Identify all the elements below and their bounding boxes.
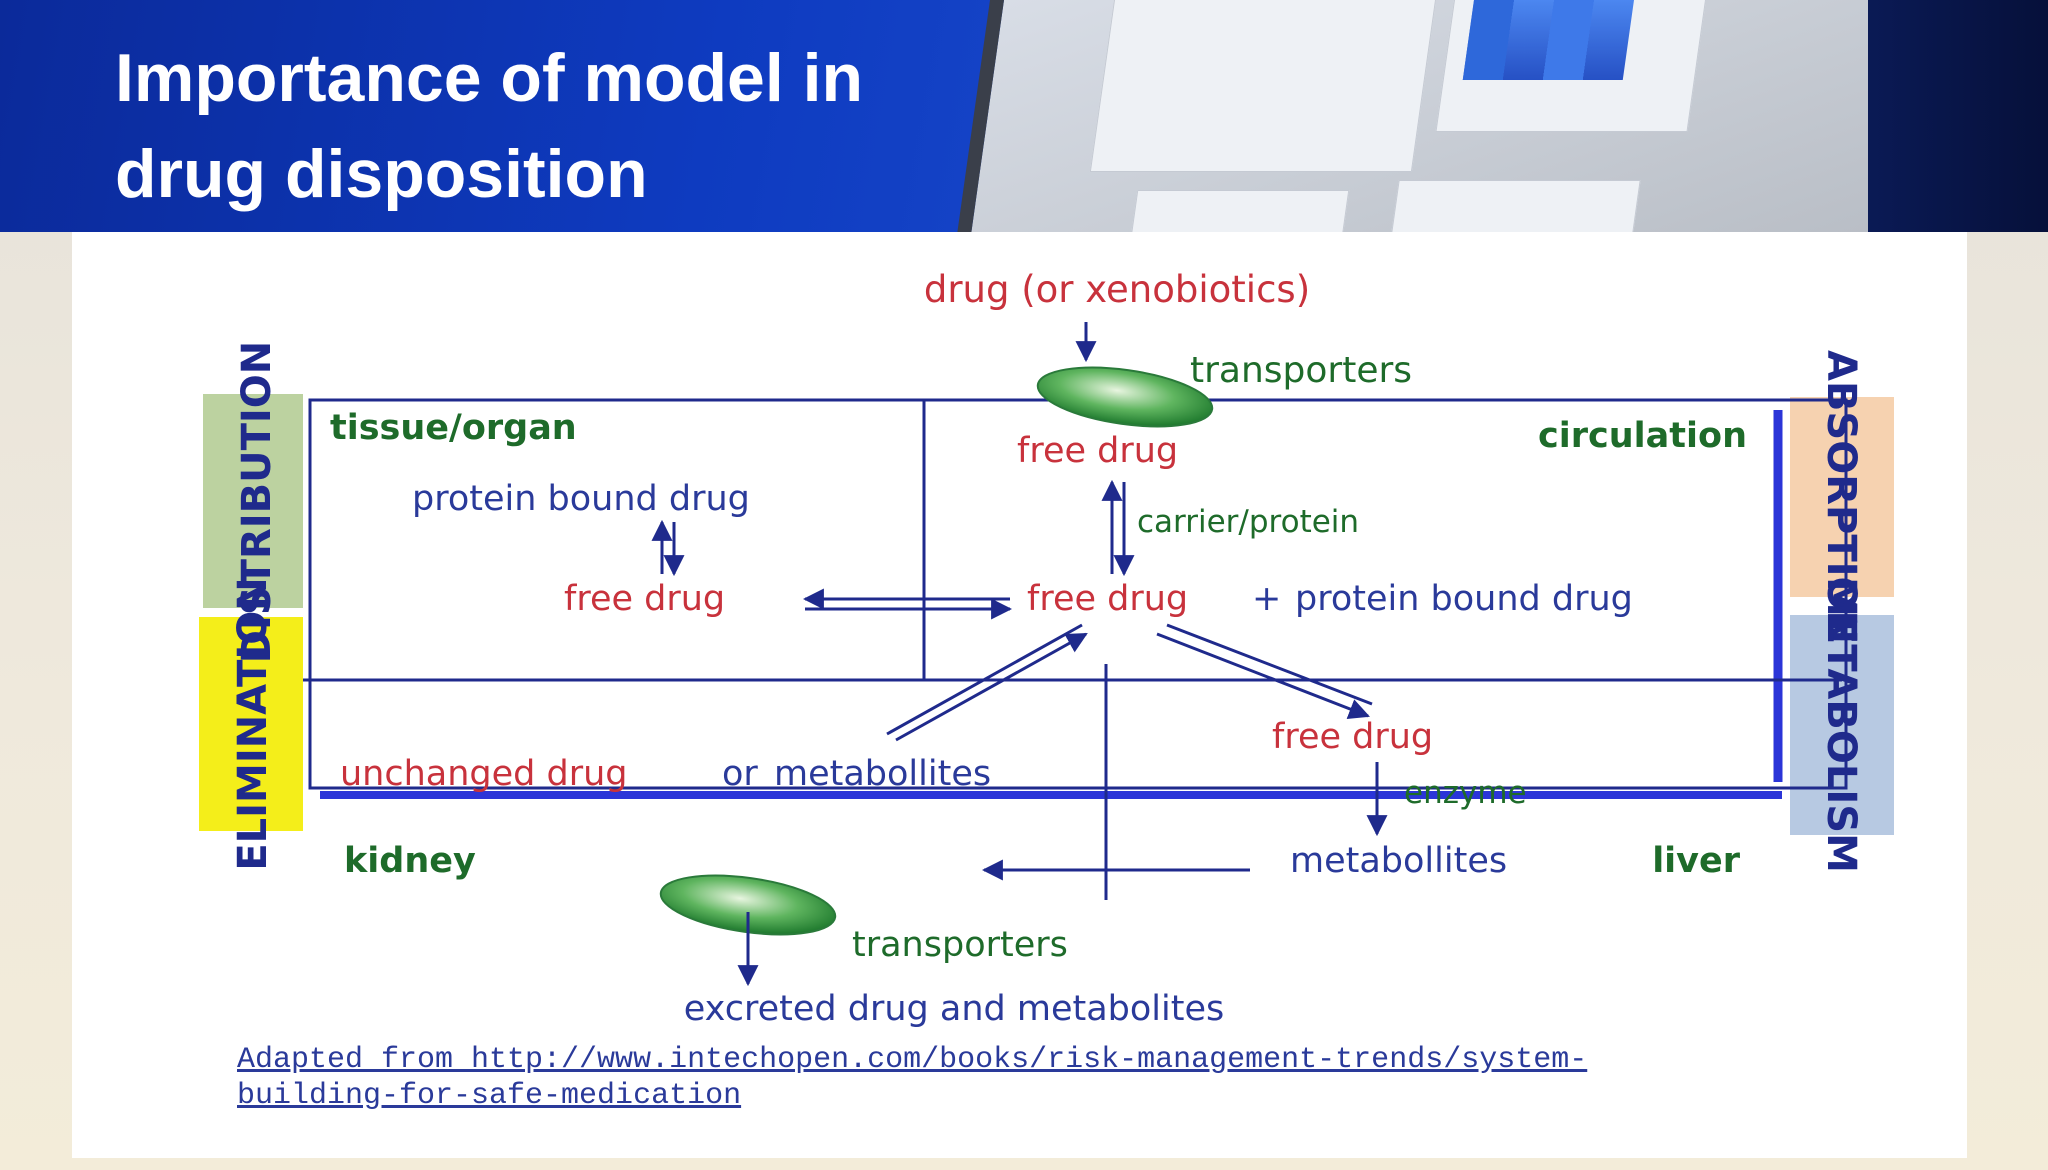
label-free-drug-liver: free drug — [1272, 717, 1433, 757]
transporter-top-ellipse — [1036, 366, 1214, 428]
region-tissue: tissue/organ — [330, 408, 577, 448]
label-transporters-top: transporters — [1190, 350, 1412, 391]
dashboard-photo — [957, 0, 1904, 232]
label-drug-xenobiotics: drug (or xenobiotics) — [924, 268, 1310, 311]
label-free-drug-circ-top: free drug — [1017, 431, 1178, 471]
label-elimination: ELIMINATION — [230, 577, 276, 870]
label-protein-bound-tissue: protein bound drug — [412, 479, 750, 519]
arrow-liver-line — [1166, 623, 1373, 706]
label-plus: + — [1252, 579, 1281, 619]
label-metabolism: METABOLISM — [1818, 577, 1864, 873]
photo-panel-chart — [1089, 0, 1438, 172]
distribution-box — [203, 394, 303, 608]
transporter-bottom-ellipse — [659, 874, 837, 936]
label-transporters-bottom: transporters — [852, 925, 1068, 965]
region-circulation: circulation — [1538, 416, 1747, 456]
arrow-liver-forward — [1156, 632, 1370, 719]
source-line1: Adapted from http://www.intechopen.com/b… — [237, 1043, 1588, 1077]
slide-title: Importance of model in drug disposition — [115, 30, 975, 222]
label-metabolites-liver: metabollites — [1290, 841, 1507, 881]
photo-panel-users — [1128, 190, 1350, 232]
source-line2: building-for-safe-medication — [237, 1079, 742, 1113]
elimination-box — [199, 617, 303, 831]
source-link[interactable]: Adapted from http://www.intechopen.com/b… — [237, 1042, 1957, 1114]
label-free-drug-circ: free drug — [1027, 579, 1188, 619]
label-or: or — [722, 754, 758, 794]
metabolism-box — [1790, 615, 1894, 835]
label-unchanged-drug: unchanged drug — [340, 754, 628, 794]
arrow-kidney-return — [895, 632, 1088, 742]
absorption-box — [1790, 397, 1894, 597]
drug-disposition-diagram: DISTRIBUTION ELIMINATION ABSORPTION META… — [199, 268, 1894, 1029]
label-free-drug-tissue: free drug — [564, 579, 725, 619]
photo-heatmap — [1462, 0, 1634, 80]
label-metabolites-kidney: metabollites — [774, 754, 991, 794]
label-excreted: excreted drug and metabolites — [684, 989, 1224, 1029]
photo-panel-devices — [1388, 180, 1641, 232]
header-banner: Importance of model in drug disposition — [0, 0, 2048, 232]
label-enzyme: enzyme — [1404, 775, 1527, 811]
label-distribution: DISTRIBUTION — [234, 341, 280, 663]
label-carrier-protein: carrier/protein — [1137, 504, 1359, 540]
arrow-kidney-line — [886, 623, 1083, 736]
content-area: DISTRIBUTION ELIMINATION ABSORPTION META… — [72, 232, 1967, 1158]
slide-title-line2: drug disposition — [115, 136, 648, 212]
region-liver: liver — [1652, 841, 1741, 881]
slide-title-line1: Importance of model in — [115, 40, 864, 116]
label-protein-bound-circ: protein bound drug — [1295, 579, 1633, 619]
banner-dark-edge — [1868, 0, 2048, 232]
region-kidney: kidney — [344, 841, 476, 881]
